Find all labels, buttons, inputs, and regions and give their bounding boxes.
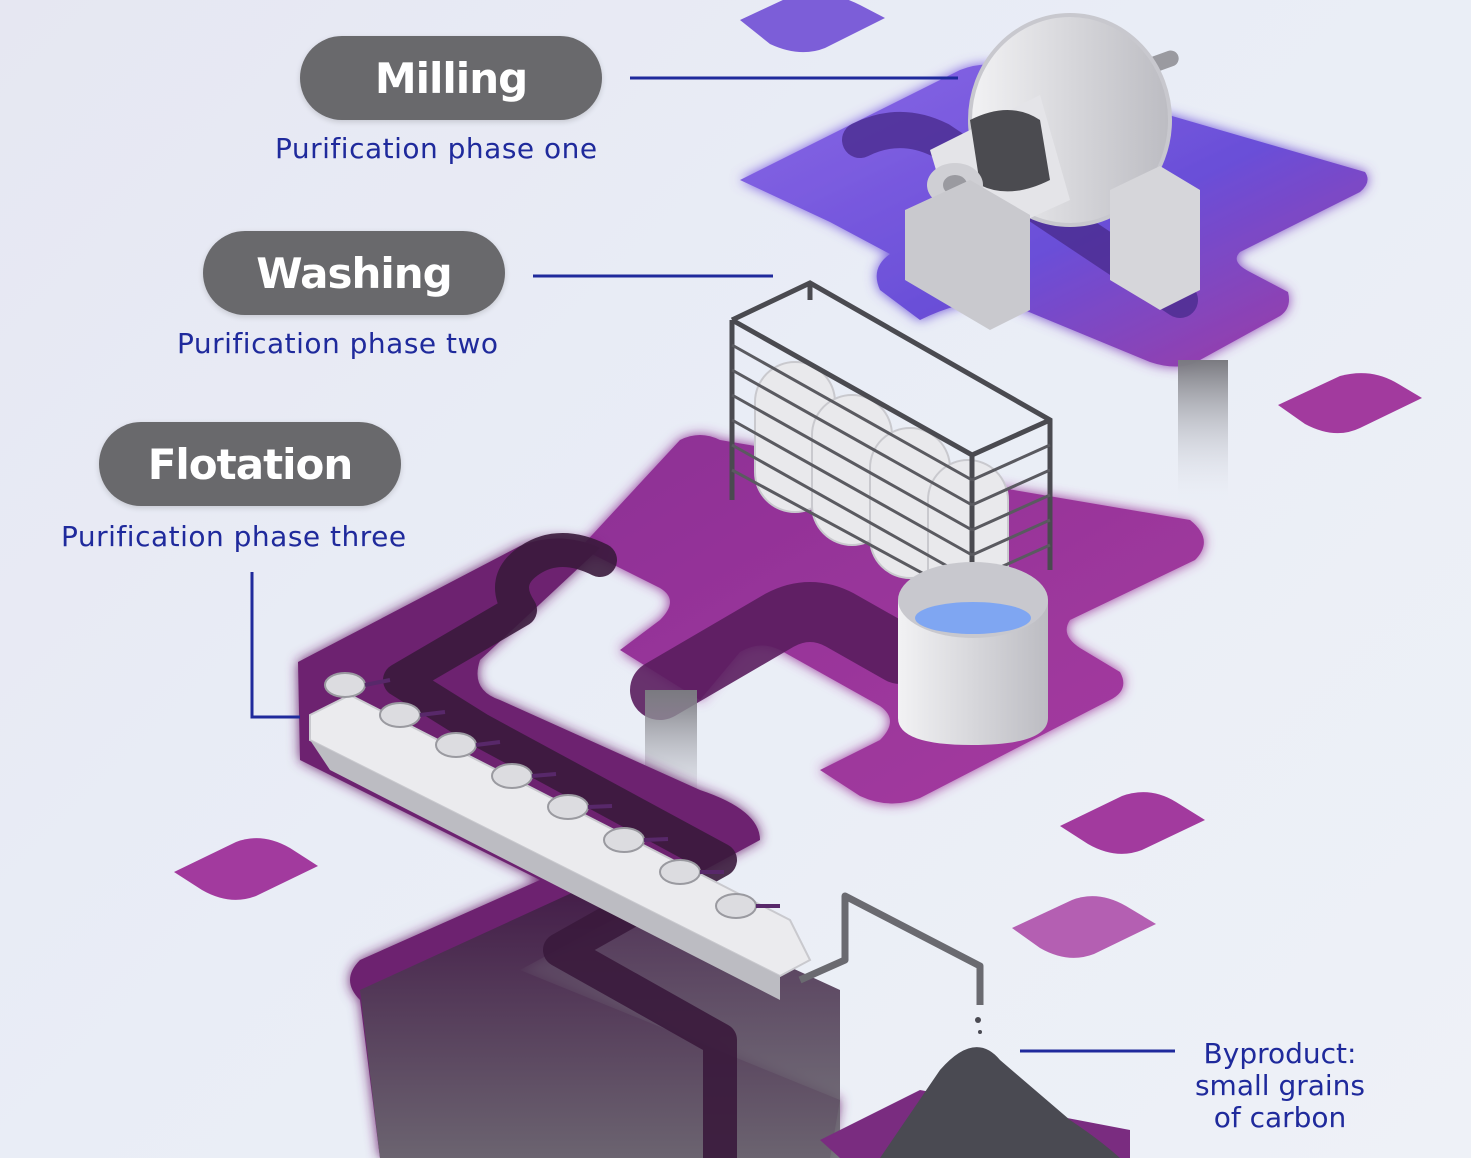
milling-channel [842,112,1198,318]
water-tank [898,562,1048,745]
carbon-pile [880,1047,1120,1158]
ball-mill [905,13,1200,330]
washing-channel [630,582,930,720]
washing-label: Washing [203,231,505,315]
floating-tile [174,838,318,900]
flotation-leader-line [250,572,300,719]
flotation-channel [383,533,737,1158]
carbon-grain [978,1030,982,1034]
floating-tile [1278,373,1422,434]
washing-subtitle: Purification phase two [177,327,499,360]
milling-label: Milling [300,36,602,120]
floating-tile [1060,792,1205,854]
byproduct-caption: Byproduct: small grains of carbon [1180,1038,1380,1134]
waterfall [1178,360,1228,500]
flotation-label: Flotation [99,422,401,506]
milling-subtitle: Purification phase one [275,132,598,165]
carbon-grain [975,1017,981,1023]
byproduct-line: Byproduct: [1203,1037,1357,1070]
floating-tile [1012,896,1156,958]
byproduct-line: small grains [1194,1069,1366,1102]
flotation-subtitle: Purification phase three [61,520,407,553]
flotation-cells [309,672,984,1005]
floating-tile [740,0,885,53]
byproduct-line: of carbon [1213,1101,1347,1134]
